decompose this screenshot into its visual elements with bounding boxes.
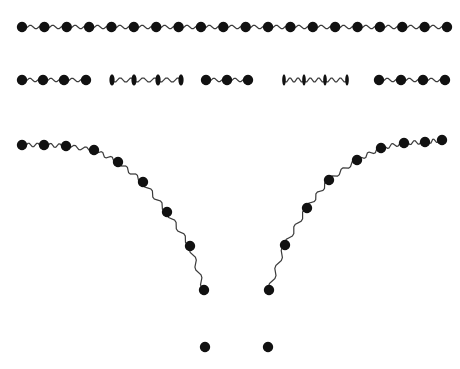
atom-bead bbox=[155, 74, 160, 85]
atom-bead bbox=[263, 22, 273, 32]
atom-bead bbox=[138, 177, 148, 187]
atom-bead bbox=[308, 22, 318, 32]
atom-bead bbox=[59, 75, 69, 85]
atom-bead bbox=[89, 145, 99, 155]
atom-bead bbox=[285, 22, 295, 32]
atom-bead bbox=[218, 22, 228, 32]
atom-bead bbox=[38, 75, 48, 85]
atom-bead bbox=[418, 75, 428, 85]
uniform-chain-row bbox=[17, 22, 452, 32]
spring-bond bbox=[304, 78, 325, 82]
atom-bead bbox=[243, 75, 253, 85]
segmented-chain-row bbox=[17, 74, 450, 85]
spring-bond bbox=[307, 180, 329, 208]
atom-bead bbox=[162, 207, 172, 217]
atom-bead bbox=[330, 22, 340, 32]
atom-bead bbox=[151, 22, 161, 32]
atom-bead bbox=[345, 74, 349, 85]
atom-bead bbox=[375, 22, 385, 32]
atom-bead bbox=[113, 157, 123, 167]
atom-bead bbox=[17, 140, 27, 150]
atom-bead bbox=[222, 75, 232, 85]
atom-bead bbox=[352, 155, 362, 165]
atom-bead bbox=[399, 138, 409, 148]
atom-bead bbox=[440, 75, 450, 85]
atom-bead bbox=[374, 75, 384, 85]
atom-bead bbox=[302, 203, 312, 213]
atom-bead bbox=[199, 285, 209, 295]
spring-bond bbox=[189, 246, 204, 290]
atom-bead bbox=[81, 75, 91, 85]
atom-bead bbox=[129, 22, 139, 32]
spring-bond bbox=[268, 245, 285, 290]
atom-bead bbox=[324, 175, 334, 185]
atom-bead bbox=[302, 74, 306, 85]
atom-bead bbox=[352, 22, 362, 32]
spring-bond bbox=[284, 78, 304, 82]
atom-bead bbox=[397, 22, 407, 32]
atom-bead bbox=[109, 74, 114, 85]
spring-bond bbox=[285, 208, 307, 245]
atom-bead bbox=[62, 22, 72, 32]
atom-bead bbox=[282, 74, 286, 85]
atom-bead bbox=[185, 241, 195, 251]
atom-bead bbox=[240, 22, 250, 32]
atom-bead bbox=[17, 75, 27, 85]
split-chain-row bbox=[17, 135, 447, 352]
atom-bead bbox=[442, 22, 452, 32]
atom-bead bbox=[61, 141, 71, 151]
atom-bead bbox=[39, 22, 49, 32]
atom-bead bbox=[131, 74, 136, 85]
spring-bond bbox=[112, 78, 134, 82]
atom-bead bbox=[200, 342, 210, 352]
atom-bead bbox=[17, 22, 27, 32]
atom-bead bbox=[376, 143, 386, 153]
spring-bond bbox=[134, 78, 158, 82]
atom-bead bbox=[437, 135, 447, 145]
atom-bead bbox=[263, 342, 273, 352]
atom-bead bbox=[201, 75, 211, 85]
spring-bond bbox=[167, 212, 190, 246]
atom-bead bbox=[323, 74, 327, 85]
atom-bead bbox=[178, 74, 183, 85]
atom-bead bbox=[173, 22, 183, 32]
atom-bead bbox=[39, 140, 49, 150]
atom-bead bbox=[196, 22, 206, 32]
spring-bond bbox=[158, 78, 181, 82]
spring-bond bbox=[325, 78, 347, 82]
atom-bead bbox=[84, 22, 94, 32]
spring-bond bbox=[143, 182, 167, 212]
atom-bead bbox=[396, 75, 406, 85]
atom-bead bbox=[419, 22, 429, 32]
atom-bead bbox=[420, 137, 430, 147]
atom-bead bbox=[264, 285, 274, 295]
atom-bead bbox=[280, 240, 290, 250]
atom-bead bbox=[106, 22, 116, 32]
